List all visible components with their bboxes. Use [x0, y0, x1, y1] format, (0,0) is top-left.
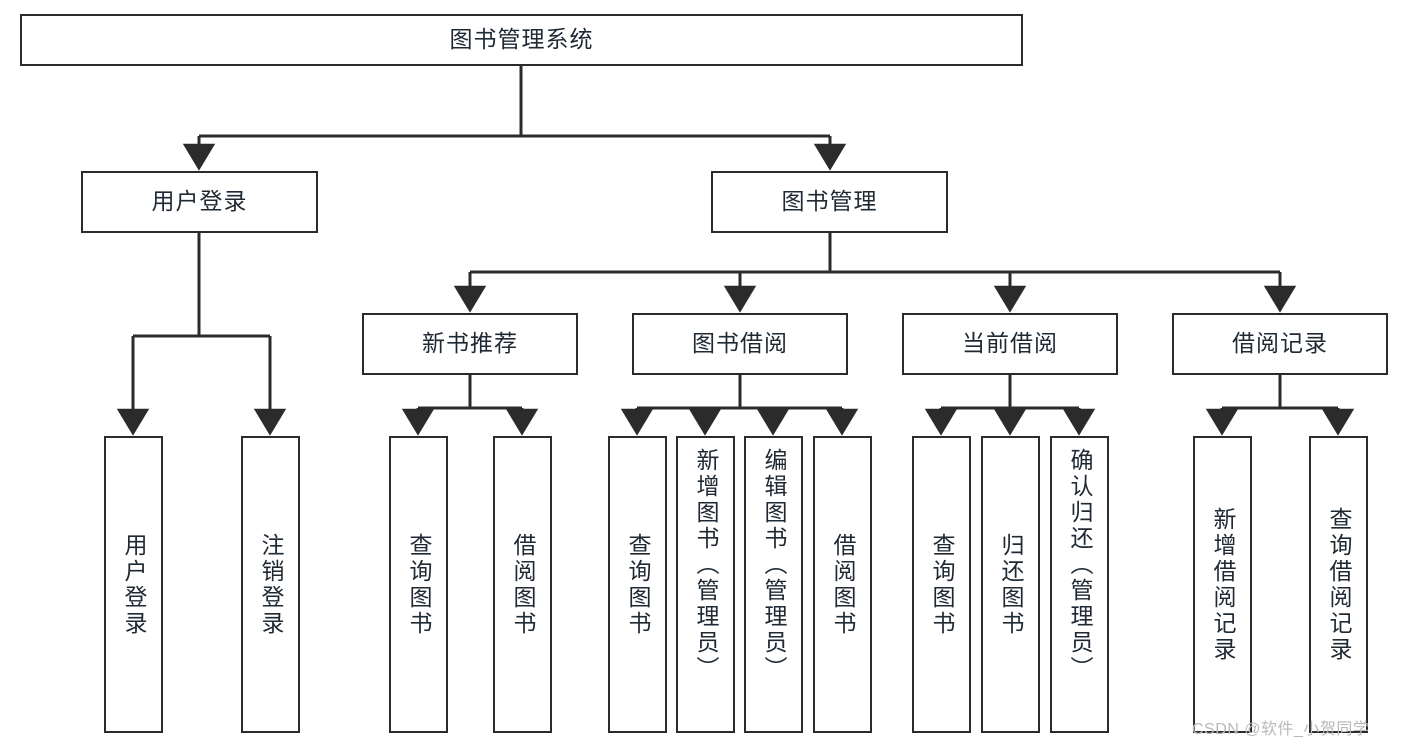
leaf-borrow-book-borrow[interactable]: 借阅图书	[813, 436, 872, 733]
node-book-management[interactable]: 图书管理	[711, 171, 948, 233]
leaf-query-book-borrow-label: 查询图书	[625, 532, 651, 637]
leaf-user-login[interactable]: 用户登录	[104, 436, 163, 733]
node-user-login-label: 用户登录	[151, 188, 248, 215]
node-user-login[interactable]: 用户登录	[81, 171, 318, 233]
node-new-book-recommend-label: 新书推荐	[422, 330, 518, 357]
node-current-borrow[interactable]: 当前借阅	[902, 313, 1118, 375]
node-root-label: 图书管理系统	[449, 26, 594, 53]
leaf-query-book-current-label: 查询图书	[929, 532, 955, 637]
leaf-add-borrow-record-label: 新增借阅记录	[1210, 506, 1236, 663]
node-book-borrow-label: 图书借阅	[692, 330, 788, 357]
leaf-query-borrow-record[interactable]: 查询借阅记录	[1309, 436, 1368, 733]
node-root[interactable]: 图书管理系统	[20, 14, 1023, 66]
leaf-edit-book-admin-label: 编辑图书（管理员）	[761, 448, 787, 682]
leaf-add-book-admin[interactable]: 新增图书（管理员）	[676, 436, 735, 733]
leaf-edit-book-admin[interactable]: 编辑图书（管理员）	[744, 436, 803, 733]
leaf-return-book[interactable]: 归还图书	[981, 436, 1040, 733]
leaf-query-book-current[interactable]: 查询图书	[912, 436, 971, 733]
node-new-book-recommend[interactable]: 新书推荐	[362, 313, 578, 375]
node-book-borrow[interactable]: 图书借阅	[632, 313, 848, 375]
node-borrow-record[interactable]: 借阅记录	[1172, 313, 1388, 375]
leaf-borrow-book-newbook-label: 借阅图书	[510, 532, 536, 637]
leaf-confirm-return-admin-label: 确认归还（管理员）	[1067, 448, 1093, 682]
leaf-borrow-book-borrow-label: 借阅图书	[830, 532, 856, 637]
node-current-borrow-label: 当前借阅	[962, 330, 1058, 357]
node-borrow-record-label: 借阅记录	[1232, 330, 1328, 357]
leaf-logout[interactable]: 注销登录	[241, 436, 300, 733]
leaf-borrow-book-newbook[interactable]: 借阅图书	[493, 436, 552, 733]
watermark: CSDN @软件_小贺同学	[1192, 721, 1370, 738]
leaf-add-borrow-record[interactable]: 新增借阅记录	[1193, 436, 1252, 733]
leaf-query-book-newbook-label: 查询图书	[406, 532, 432, 637]
leaf-add-book-admin-label: 新增图书（管理员）	[693, 448, 719, 682]
leaf-return-book-label: 归还图书	[998, 532, 1024, 637]
leaf-user-login-label: 用户登录	[121, 532, 147, 637]
leaf-logout-label: 注销登录	[258, 532, 284, 637]
leaf-confirm-return-admin[interactable]: 确认归还（管理员）	[1050, 436, 1109, 733]
node-book-management-label: 图书管理	[781, 188, 878, 215]
leaf-query-book-newbook[interactable]: 查询图书	[389, 436, 448, 733]
leaf-query-borrow-record-label: 查询借阅记录	[1326, 506, 1352, 663]
leaf-query-book-borrow[interactable]: 查询图书	[608, 436, 667, 733]
